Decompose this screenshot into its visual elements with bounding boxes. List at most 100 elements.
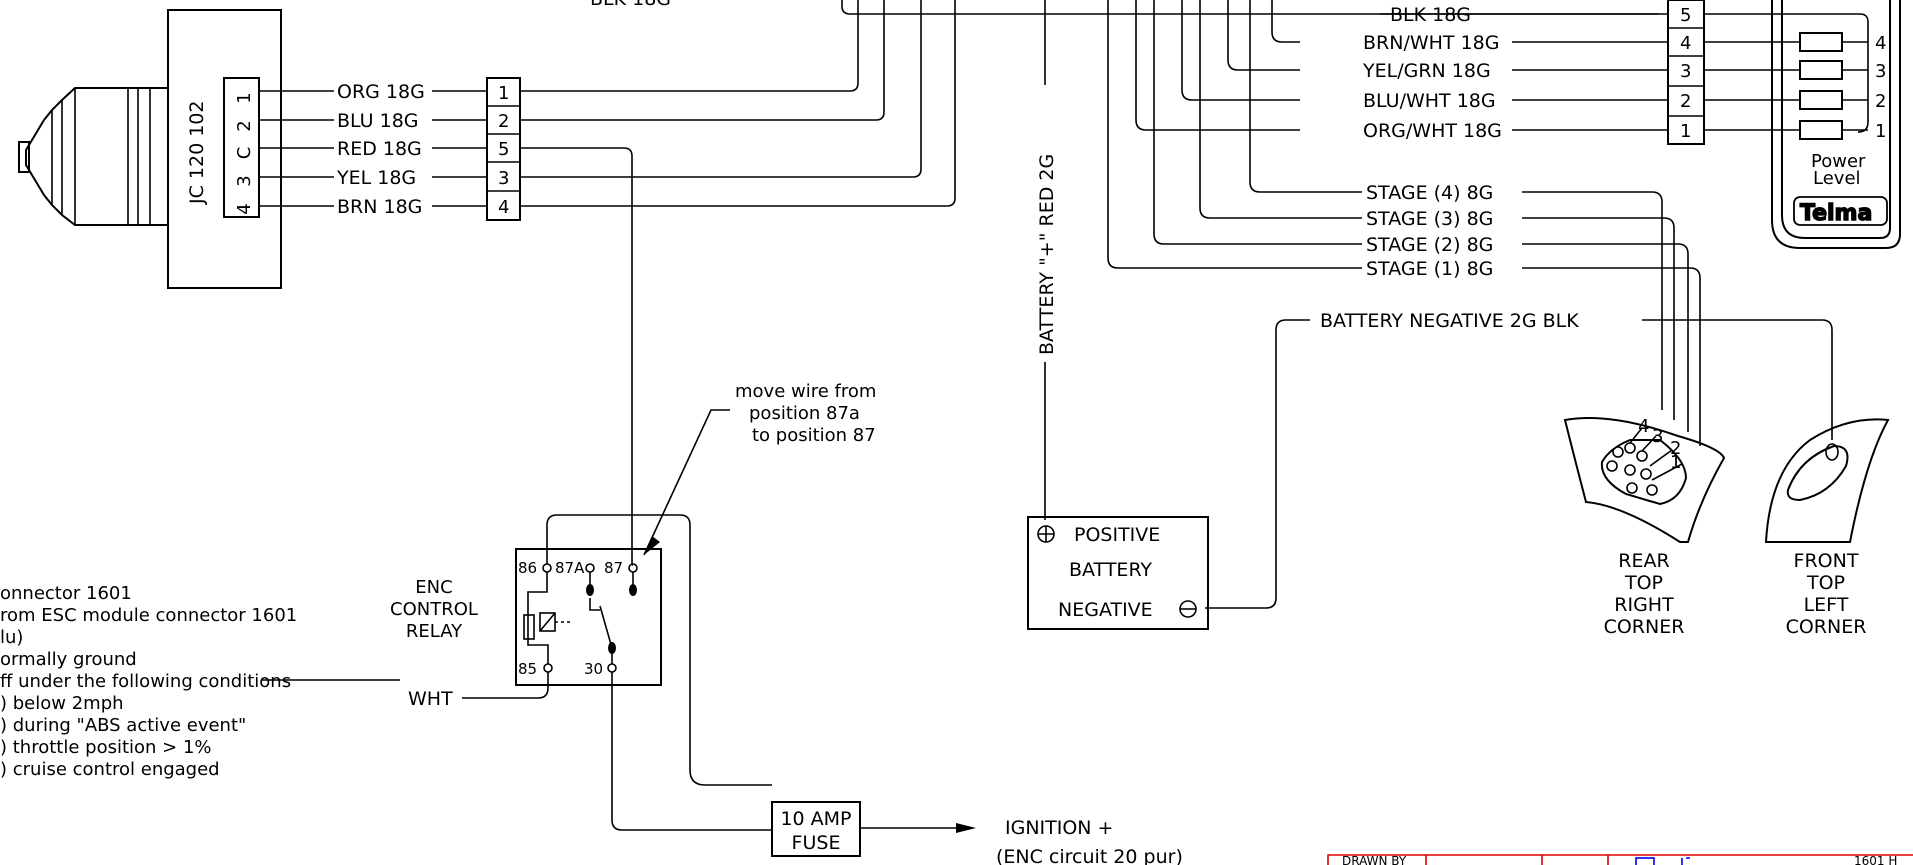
mid-pin-2: 2: [498, 111, 509, 132]
rear-pin-4: 4: [1638, 416, 1649, 437]
rear-label-3: RIGHT: [1614, 594, 1674, 616]
wire-label-org: ORG 18G: [337, 81, 425, 103]
telma-logo-box: [1793, 196, 1888, 226]
front-label-3: LEFT: [1804, 594, 1849, 616]
jc-pin-2: 2: [234, 120, 255, 131]
telma-logo: Telma: [1800, 201, 1872, 226]
switch-title-power: Power: [1811, 151, 1866, 172]
left-note-3: lu): [0, 627, 23, 648]
wht-wire: [262, 679, 538, 699]
jc-pin-c: C: [234, 147, 255, 160]
note-line-2: position 87a: [749, 403, 860, 424]
mid-pin-4: 4: [498, 197, 509, 218]
left-note-2: rom ESC module connector 1601: [0, 605, 297, 626]
left-note-9: ) cruise control engaged: [0, 759, 220, 780]
wire-label-yel: YEL 18G: [336, 167, 416, 189]
battery-box: [1027, 516, 1209, 630]
pl-wire-label-yel-grn: YEL/GRN 18G: [1362, 60, 1491, 82]
battery-positive-label: POSITIVE: [1074, 524, 1160, 546]
jc-pin-3: 3: [234, 175, 255, 186]
switch-pos-2: 2: [1875, 91, 1886, 112]
wire-label-red: RED 18G: [337, 138, 422, 160]
connector-jc-body: [167, 9, 282, 289]
connector-jc-part-label: JC 120 102: [186, 101, 208, 205]
fuse-line-1: 10 AMP: [780, 808, 851, 830]
pl-wire-label-brn-wht: BRN/WHT 18G: [1363, 32, 1499, 54]
pl-pin-4: 4: [1680, 33, 1691, 54]
relay-pin-30: 30: [584, 660, 603, 678]
pl-pin-5: 5: [1680, 5, 1691, 26]
title-block-drawn-by: DRAWN BY: [1342, 854, 1407, 865]
relay-pin-85: 85: [518, 660, 537, 678]
rear-pin-3: 3: [1652, 426, 1663, 447]
left-note-1: onnector 1601: [0, 583, 132, 604]
battery-negative-wire: [1205, 319, 1833, 609]
rear-connector-icon: [1563, 417, 1726, 543]
battery-negative-label: NEGATIVE: [1058, 599, 1153, 621]
wire-label-brn: BRN 18G: [337, 196, 422, 218]
mid-to-top-wires: [520, 0, 956, 565]
relay-to-fuse-wire: [546, 514, 772, 786]
stage-2-label: STAGE (2) 8G: [1366, 234, 1493, 256]
pl-pin-1: 1: [1680, 121, 1691, 142]
ignition-arrowhead: [956, 823, 976, 833]
fuse-box: [771, 801, 861, 857]
left-note-5: ff under the following conditions: [0, 671, 291, 692]
wht-wire-label: WHT: [408, 688, 453, 710]
connector-mid-block: [486, 77, 521, 221]
stage-wires: [1107, 0, 1701, 446]
ignition-line-2: (ENC circuit 20 pur): [996, 846, 1183, 865]
note-line-1: move wire from: [735, 381, 876, 402]
relay-title-3: RELAY: [406, 621, 463, 642]
mid-pin-3: 3: [498, 168, 509, 189]
rear-label-2: TOP: [1624, 572, 1663, 594]
pl-pin-3: 3: [1680, 61, 1691, 82]
handlebar-switch-icon: [18, 87, 168, 226]
pl-wire-label-org-wht: ORG/WHT 18G: [1363, 120, 1502, 142]
left-note-6: ) below 2mph: [0, 693, 124, 714]
relay-85-wire: [537, 672, 549, 699]
relay-pin-86: 86: [518, 559, 537, 577]
rear-pin-1: 1: [1670, 452, 1681, 473]
note-line-3: to position 87: [752, 425, 876, 446]
battery-positive-wire-label: BATTERY "+" RED 2G: [1036, 154, 1058, 355]
pl-pin-2: 2: [1680, 91, 1691, 112]
note-arrowhead: [644, 536, 660, 555]
relay-box: [515, 548, 662, 686]
title-block: [1327, 854, 1913, 865]
ignition-line-1: IGNITION +: [1005, 817, 1113, 839]
left-note-7: ) during "ABS active event": [0, 715, 246, 736]
relay-title-2: CONTROL: [390, 599, 478, 620]
switch-title-level: Level: [1813, 168, 1861, 189]
battery-negative-wire-label: BATTERY NEGATIVE 2G BLK: [1320, 310, 1579, 332]
relay-pin-87: 87: [604, 559, 623, 577]
rear-label-4: CORNER: [1604, 616, 1685, 638]
battery-label: BATTERY: [1069, 559, 1152, 581]
power-level-wires: [1135, 0, 1668, 131]
top-cut-label: BLK 18G: [590, 0, 671, 10]
relay-title-1: ENC: [415, 577, 452, 598]
jc-pin-1: 1: [234, 92, 255, 103]
note-leader-line: [643, 409, 730, 556]
front-label-2: TOP: [1806, 572, 1845, 594]
jc-wire-lines: [259, 90, 487, 207]
wire-label-blu: BLU 18G: [337, 110, 419, 132]
left-note-8: ) throttle position > 1%: [0, 737, 212, 758]
pl-wire-label-blu-wht: BLU/WHT 18G: [1363, 90, 1496, 112]
relay-internals: [523, 563, 638, 673]
relay-pin-87a: 87A: [555, 559, 585, 577]
pl-wire-label-blk: BLK 18G: [1390, 4, 1471, 26]
switch-pos-4: 4: [1875, 33, 1886, 54]
fuse-line-2: FUSE: [792, 832, 841, 854]
rear-label-1: REAR: [1618, 550, 1669, 572]
rear-pin-2: 2: [1670, 438, 1681, 459]
relay-30-wire: [611, 672, 772, 831]
jc-pin-4: 4: [234, 203, 255, 214]
mid-pin-1: 1: [498, 83, 509, 104]
power-level-switch: [1704, 0, 1901, 249]
front-label-1: FRONT: [1794, 550, 1859, 572]
stage-3-label: STAGE (3) 8G: [1366, 208, 1493, 230]
title-block-number: 1601 H: [1854, 854, 1897, 865]
switch-pos-1: 1: [1875, 121, 1886, 142]
